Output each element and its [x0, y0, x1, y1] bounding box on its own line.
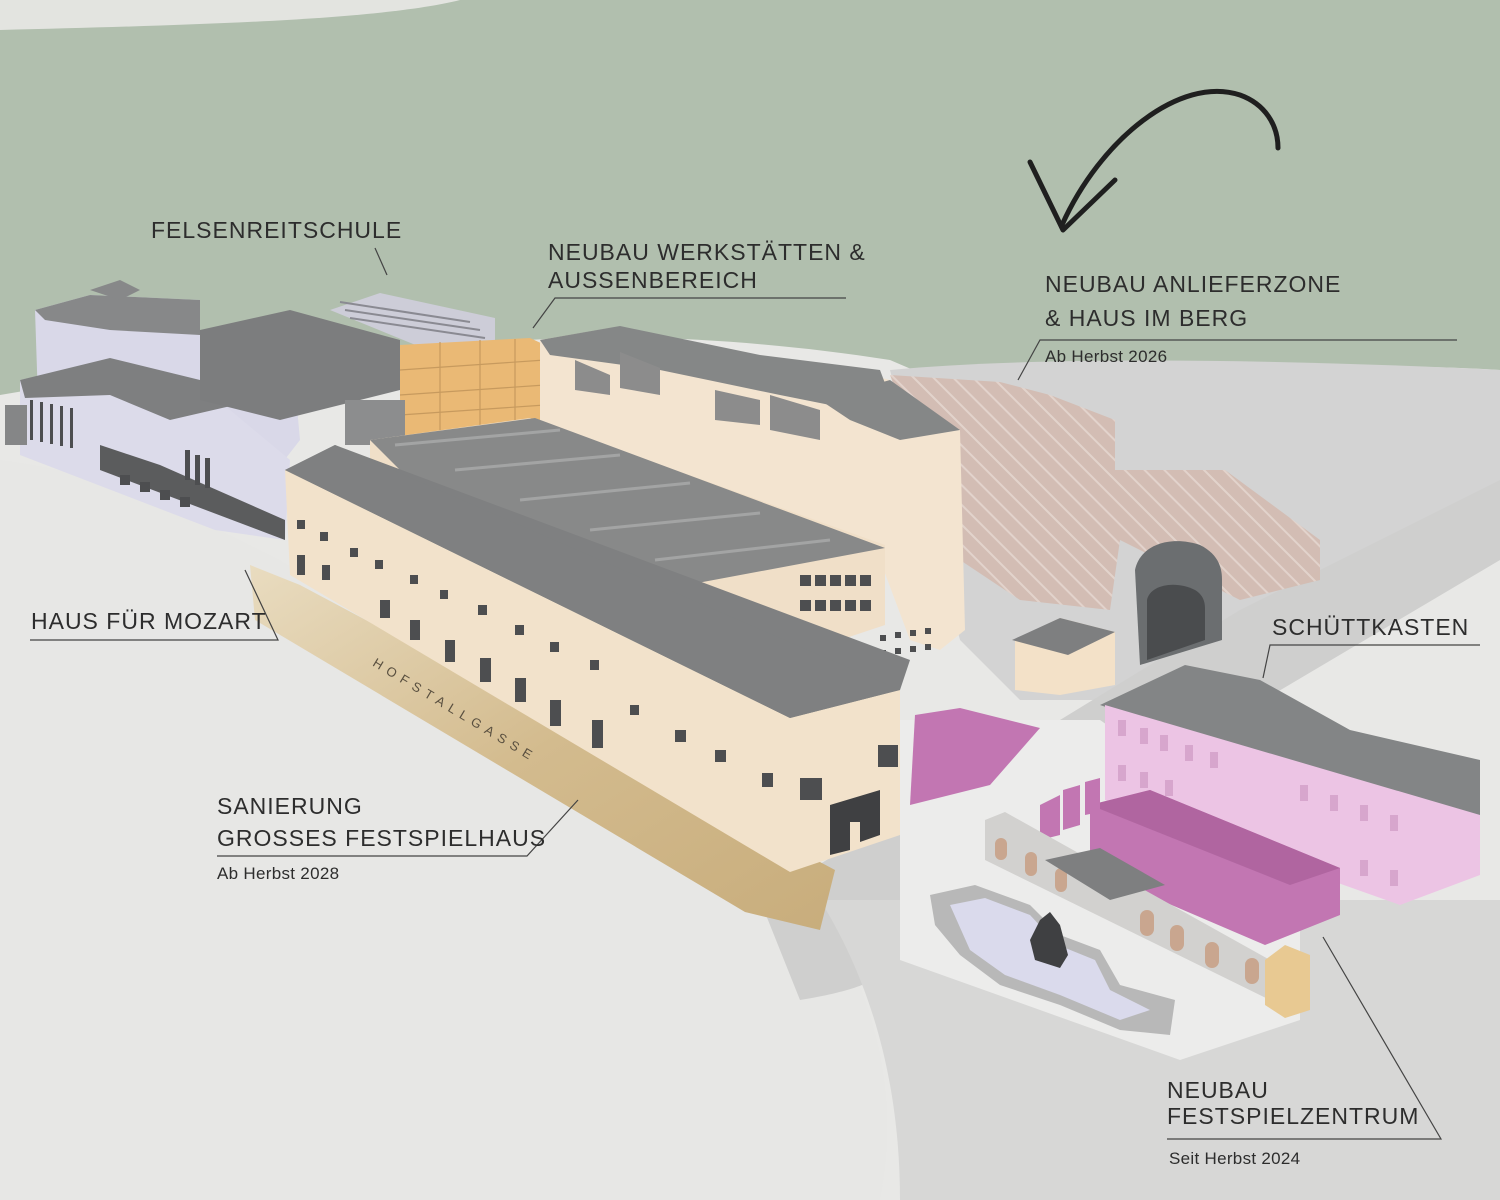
- festspielhaus-portal: [830, 790, 880, 855]
- arrow-head: [1027, 159, 1118, 233]
- label-festspielhaus-date: Ab Herbst 2028: [217, 864, 340, 883]
- mozart-roof-4: [200, 310, 400, 420]
- label-haus-fuer-mozart: HAUS FÜR MOZART: [31, 608, 267, 634]
- tower-detail-2: [620, 352, 660, 395]
- label-felsenreitschule: FELSENREITSCHULE: [151, 217, 403, 243]
- arcade-arches: [995, 838, 1259, 984]
- label-festspielzentrum-line1: NEUBAU: [1167, 1077, 1269, 1103]
- tower-detail-3: [715, 390, 760, 425]
- arrow-icon: [1059, 88, 1281, 228]
- mozart-windows: [30, 400, 210, 507]
- festspielhaus-front-roof-2: [285, 445, 900, 718]
- small-gate-left: [5, 405, 27, 445]
- mozart-foyer: [100, 445, 285, 540]
- magenta-square: [910, 708, 1040, 805]
- stage-tower-roof: [540, 326, 895, 410]
- tower-detail-4: [770, 395, 820, 440]
- hofstallgasse-street: [250, 565, 835, 930]
- fountain-statue: [1030, 912, 1068, 968]
- festspielhaus-front: [285, 470, 900, 872]
- leader-lines: [30, 247, 1480, 1140]
- felsenreitschule-roof: [330, 293, 495, 355]
- label-festspielhaus-line2: GROSSES FESTSPIELHAUS: [217, 825, 547, 851]
- label-werkstaetten-line1: NEUBAU WERKSTÄTTEN &: [548, 239, 866, 265]
- tower-detail-1: [575, 360, 610, 395]
- mozart-roof-3: [20, 358, 235, 420]
- mozart-roof-1: [35, 295, 200, 335]
- schuettkasten-roof: [1100, 665, 1480, 825]
- arcade-pavilion: [1045, 848, 1165, 900]
- label-festspielhaus-line1: SANIERUNG: [217, 793, 363, 819]
- gate-arch: [1265, 945, 1310, 1018]
- festspielzentrum-panels: [1040, 778, 1100, 840]
- roof-ridges: [394, 428, 831, 562]
- workshop-lines: [399, 339, 546, 430]
- schuettkasten-facade: [1105, 705, 1480, 905]
- small-box-roof: [1012, 618, 1115, 655]
- festspielzentrum-roof: [1090, 790, 1340, 885]
- stage-tower-roof-2: [820, 380, 960, 440]
- label-anlieferzone-line1: NEUBAU ANLIEFERZONE: [1045, 271, 1342, 297]
- workshop-block: [400, 338, 545, 440]
- felsenreitschule-grid: [339, 301, 486, 339]
- hill-top-light: [0, 0, 460, 30]
- label-festspielzentrum-line2: FESTSPIELZENTRUM: [1167, 1103, 1420, 1129]
- front-windows: [297, 520, 898, 800]
- tunnel-opening: [1147, 584, 1205, 660]
- anlieferzone-hatched: [890, 375, 1320, 610]
- label-schuettkasten: SCHÜTTKASTEN: [1272, 614, 1470, 640]
- mozart-roof-2: [90, 280, 140, 300]
- schuettkasten-windows: [1118, 720, 1398, 886]
- left-ground: [0, 460, 888, 1200]
- label-anlieferzone-date: Ab Herbst 2026: [1045, 347, 1168, 366]
- label-werkstaetten-line2: AUSSENBEREICH: [548, 267, 758, 293]
- label-anlieferzone-line2: & HAUS IM BERG: [1045, 305, 1249, 331]
- label-festspielzentrum-date: Seit Herbst 2024: [1169, 1149, 1301, 1168]
